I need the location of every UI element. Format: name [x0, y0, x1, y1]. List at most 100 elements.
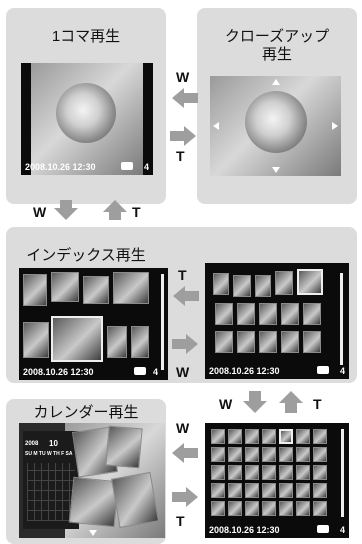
thumbnail-selected [297, 269, 323, 295]
thumbnail [262, 483, 276, 498]
thumbnail [211, 483, 225, 498]
camera-icon [317, 366, 329, 374]
index-large-datetime: 2008.10.26 12:30 [209, 366, 280, 376]
arrow-right-icon [170, 126, 196, 146]
t-label: T [176, 513, 185, 529]
t-label: T [313, 396, 322, 412]
thumbnail [245, 483, 259, 498]
calendar-title: カレンダー再生 [33, 404, 139, 421]
thumbnail [279, 483, 293, 498]
scrollbar [340, 273, 343, 365]
arrow-left-icon [173, 286, 199, 306]
thumbnail [313, 483, 327, 498]
thumbnail [211, 501, 225, 516]
thumbnail [228, 447, 242, 462]
w-label: W [33, 204, 47, 220]
closeup-flower-image [245, 91, 307, 153]
camera-icon [121, 162, 133, 170]
w-label: W [176, 420, 190, 436]
thumbnail [83, 276, 109, 304]
thumbnail [211, 465, 225, 480]
w-label: W [176, 364, 190, 380]
camera-icon [317, 525, 329, 533]
thumbnail [237, 303, 255, 325]
arrow-right-icon [172, 334, 198, 354]
calendar-days-header: SU M TU W TH F SA [25, 451, 73, 457]
thumbnail [279, 465, 293, 480]
thumbnail [228, 501, 242, 516]
thumbnail [296, 447, 310, 462]
thumbnail [255, 275, 271, 297]
thumbnail [228, 465, 242, 480]
thumbnail [296, 483, 310, 498]
thumbnail [259, 331, 277, 353]
w-label: W [176, 69, 190, 85]
dense-count: 4 [339, 525, 345, 535]
dense-datetime: 2008.10.26 12:30 [209, 525, 280, 535]
calendar-month: 10 [49, 439, 58, 448]
thumbnail [131, 326, 149, 358]
thumbnail [279, 447, 293, 462]
thumbnail [245, 465, 259, 480]
thumbnail [245, 447, 259, 462]
scrollbar [341, 429, 344, 517]
thumbnail [296, 429, 310, 444]
index-title: インデックス再生 [26, 247, 146, 264]
thumbnail [213, 273, 229, 295]
thumbnail [262, 447, 276, 462]
index-large-count: 4 [339, 366, 345, 376]
thumbnail-selected [51, 316, 103, 362]
scroll-up-icon [272, 79, 280, 85]
arrow-right-icon [172, 487, 198, 507]
closeup-title-line2: 再生 [261, 46, 292, 63]
index-screen-dense: 2008.10.26 12:30 4 [205, 423, 349, 538]
arrow-left-icon [172, 443, 198, 463]
thumbnail [262, 501, 276, 516]
thumbnail-selected [279, 429, 293, 444]
thumbnail [113, 272, 149, 304]
camera-icon [134, 367, 146, 375]
thumbnail [259, 303, 277, 325]
single-datetime: 2008.10.26 12:30 [25, 162, 96, 172]
thumbnail [262, 465, 276, 480]
thumbnail [228, 483, 242, 498]
index-screen: 2008.10.26 12:30 4 [19, 268, 168, 380]
flower-image [56, 83, 116, 143]
scrollbar [161, 274, 164, 370]
thumbnail [51, 272, 79, 302]
thumbnail [237, 331, 255, 353]
t-label: T [132, 204, 141, 220]
thumbnail [245, 501, 259, 516]
thumbnail [303, 331, 321, 353]
arrow-up-icon [279, 391, 303, 413]
arrow-up-icon [103, 200, 127, 220]
calendar-photo [110, 471, 160, 529]
thumbnail [211, 447, 225, 462]
thumbnail [279, 501, 293, 516]
index-count: 4 [152, 367, 158, 377]
scroll-left-icon [213, 122, 219, 130]
w-label: W [219, 396, 233, 412]
thumbnail [215, 331, 233, 353]
calendar-photo [105, 425, 143, 469]
calendar-screen: 2008 10 SU M TU W TH F SA [19, 423, 165, 538]
thumbnail [313, 465, 327, 480]
arrow-left-icon [172, 88, 198, 108]
thumbnail [215, 303, 233, 325]
arrow-down-icon [54, 200, 78, 220]
thumbnail [228, 429, 242, 444]
thumbnail [262, 429, 276, 444]
single-title: 1コマ再生 [51, 28, 121, 45]
thumbnail [313, 447, 327, 462]
calendar-year: 2008 [25, 441, 39, 447]
t-label: T [176, 148, 185, 164]
arrow-down-icon [243, 391, 267, 413]
thumbnail [281, 331, 299, 353]
t-label: T [178, 267, 187, 283]
scroll-right-icon [332, 122, 338, 130]
thumbnail [23, 274, 47, 306]
thumbnail [245, 429, 259, 444]
scroll-down-icon [272, 167, 280, 173]
thumbnail [23, 322, 49, 358]
thumbnail [275, 271, 293, 295]
